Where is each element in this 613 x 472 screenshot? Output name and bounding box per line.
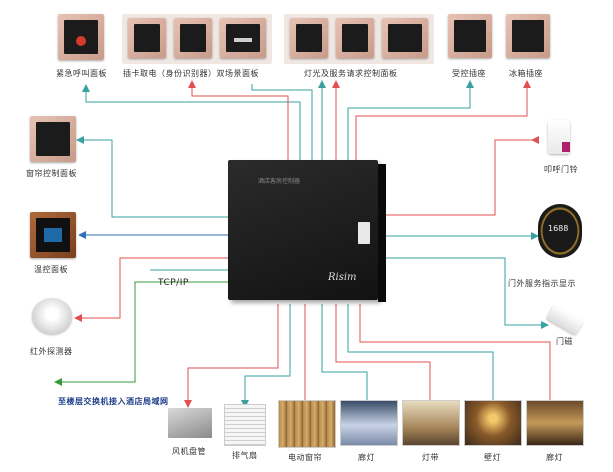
emergency-panel-label: 紧急呼叫面板 — [56, 69, 107, 78]
arrow-temp-panel — [78, 231, 86, 239]
ir-sensor-label: 红外探测器 — [30, 347, 73, 356]
bedside-light-image — [526, 400, 584, 446]
controlled-socket — [448, 14, 492, 58]
line-fan-coil — [187, 304, 279, 402]
arrow-fridge — [523, 80, 531, 88]
door-display-number: 1688 — [548, 224, 569, 233]
exhaust-fan-label: 排气扇 — [232, 451, 258, 460]
arrow-light-b — [332, 80, 340, 88]
light-panel-2 — [336, 18, 374, 58]
controller-side — [378, 164, 386, 302]
fan-coil-label: 风机盘管 — [172, 447, 206, 456]
light-strip-label: 灯带 — [422, 453, 439, 462]
card-panel-2 — [174, 18, 212, 58]
wall-light-label: 壁灯 — [484, 453, 501, 462]
arrow-card — [188, 80, 196, 88]
tcpip-label: TCP/IP — [158, 278, 189, 288]
exhaust-fan-image — [224, 404, 266, 446]
card-slot-icon — [234, 38, 252, 42]
bedside-light-label: 廊灯 — [546, 453, 563, 462]
wall-light-image — [464, 400, 522, 446]
line-socket — [347, 84, 471, 162]
card-panel-label: 插卡取电（身份识别器）双场景面板 — [123, 69, 259, 78]
arrow-emergency — [82, 84, 90, 92]
line-switch — [58, 281, 230, 383]
light-panel-3 — [382, 18, 428, 58]
controller-brand: Risim — [328, 272, 357, 283]
light-panel-label: 灯光及服务请求控制面板 — [304, 69, 398, 78]
door-display-label: 门外服务指示显示 — [508, 279, 576, 288]
arrow-door-magnet — [541, 321, 549, 329]
fan-coil-image — [168, 408, 212, 438]
electric-curtain-label: 电动窗帘 — [288, 453, 322, 462]
door-display: 1688 — [538, 204, 582, 258]
corridor-light-image — [340, 400, 398, 446]
line-card — [191, 84, 289, 162]
card-panel-1 — [128, 18, 166, 58]
doorbell-button-icon — [562, 142, 570, 152]
line-emergency — [85, 88, 301, 162]
room-controller: 酒店客房控制器 Risim — [228, 160, 386, 306]
arrow-ir — [74, 314, 82, 322]
thermostat-panel — [30, 212, 76, 258]
temp-panel-label: 温控面板 — [34, 265, 68, 274]
controller-latch — [358, 222, 370, 244]
line-doorbell — [386, 139, 535, 216]
line-ir — [78, 257, 230, 319]
thermostat-screen-icon — [44, 228, 62, 242]
line-corr-light — [321, 304, 368, 402]
arrow-curtain-panel — [76, 136, 84, 144]
line-curtain-panel — [80, 139, 230, 218]
light-strip-image — [402, 400, 460, 446]
arrow-door-display — [531, 232, 539, 240]
line-strip — [335, 304, 431, 402]
curtain-panel-label: 窗帘控制面板 — [26, 169, 77, 178]
doorbell-label: 叩呼门铃 — [544, 165, 578, 174]
controller-body — [228, 160, 378, 300]
controlled-socket-label: 受控插座 — [452, 69, 486, 78]
line-exhaust — [244, 304, 291, 402]
emergency-button-icon — [76, 36, 86, 46]
light-panel-1 — [290, 18, 328, 58]
line-card2 — [251, 84, 313, 162]
ir-sensor — [32, 298, 72, 334]
controller-top-label: 酒店客房控制器 — [258, 178, 301, 185]
switch-note: 至楼层交换机接入酒店局域网 — [58, 397, 169, 406]
arrow-switch — [54, 378, 62, 386]
doorbell — [548, 120, 570, 154]
arrow-fan-coil — [184, 400, 192, 408]
door-magnet-label: 门磁 — [556, 337, 573, 346]
fridge-socket-label: 冰箱插座 — [509, 69, 543, 78]
card-panel-3 — [220, 18, 266, 58]
emergency-call-panel — [58, 14, 104, 60]
corridor-light-label: 廊灯 — [358, 453, 375, 462]
line-wall — [347, 304, 494, 402]
arrow-socket — [466, 80, 474, 88]
line-bedside — [359, 304, 551, 402]
arrow-light-a — [318, 80, 326, 88]
fridge-socket — [506, 14, 550, 58]
line-door-magnet — [386, 257, 545, 326]
line-fridge — [355, 84, 528, 162]
electric-curtain-image — [278, 400, 336, 448]
curtain-control-panel — [30, 116, 76, 162]
arrow-doorbell — [531, 136, 539, 144]
